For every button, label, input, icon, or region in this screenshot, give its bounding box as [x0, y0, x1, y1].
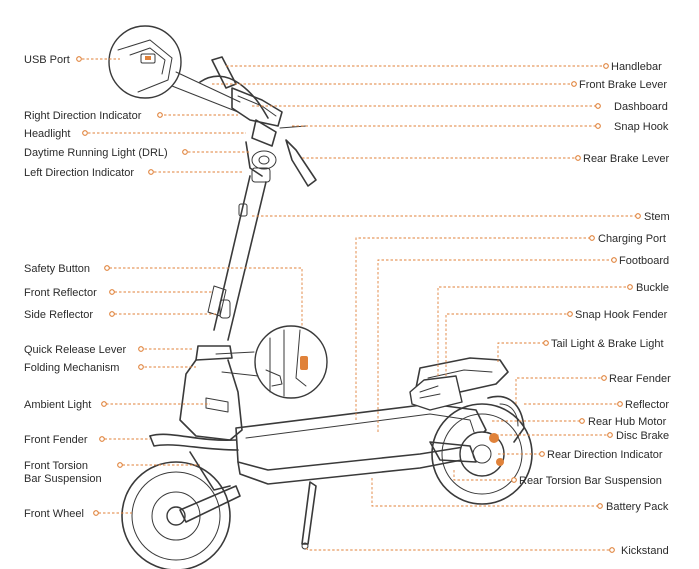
dot-front-torsion — [117, 462, 123, 468]
usb-port-inset — [108, 25, 241, 113]
label-front-torsion-line2: Bar Suspension — [24, 473, 102, 485]
label-rear-brake-lever: Rear Brake Lever — [583, 153, 670, 165]
label-ambient-light: Ambient Light — [24, 399, 91, 411]
label-reflector: Reflector — [625, 399, 669, 411]
label-footboard: Footboard — [619, 255, 669, 267]
dot-side-reflector — [109, 311, 115, 317]
label-rear-direction-indicator: Rear Direction Indicator — [547, 449, 663, 461]
dot-dashboard — [595, 103, 601, 109]
dot-safety-button — [104, 265, 110, 271]
dot-stem — [635, 213, 641, 219]
label-tail-light: Tail Light & Brake Light — [551, 338, 664, 350]
dot-front-fender — [99, 436, 105, 442]
label-left-direction-indicator: Left Direction Indicator — [24, 167, 134, 179]
label-quick-release-lever: Quick Release Lever — [24, 344, 126, 356]
dot-folding-mechanism — [138, 364, 144, 370]
front-wheel-drawing — [121, 461, 241, 569]
dot-reflector — [617, 401, 623, 407]
label-rear-fender: Rear Fender — [609, 373, 671, 385]
dot-rear-direction-indicator — [539, 451, 545, 457]
dot-charging-port — [589, 235, 595, 241]
dot-battery-pack — [597, 503, 603, 509]
dot-usb-port — [76, 56, 82, 62]
dot-quick-release-lever — [138, 346, 144, 352]
dot-tail-light — [543, 340, 549, 346]
label-stem: Stem — [644, 211, 670, 223]
dot-front-wheel — [93, 510, 99, 516]
label-side-reflector: Side Reflector — [24, 309, 93, 321]
dot-buckle — [627, 284, 633, 290]
dot-kickstand — [609, 547, 615, 553]
dot-snap-hook — [595, 123, 601, 129]
label-dots — [76, 56, 641, 553]
dot-rear-fender — [601, 375, 607, 381]
dot-headlight — [82, 130, 88, 136]
label-snap-hook: Snap Hook — [614, 121, 669, 133]
dot-right-direction-indicator — [157, 112, 163, 118]
label-battery-pack: Battery Pack — [606, 501, 669, 513]
dot-footboard — [611, 257, 617, 263]
label-charging-port: Charging Port — [598, 233, 666, 245]
dot-front-brake-lever — [571, 81, 577, 87]
label-front-wheel: Front Wheel — [24, 508, 84, 520]
label-usb-port: USB Port — [24, 54, 70, 66]
label-handlebar: Handlebar — [611, 61, 662, 73]
dot-front-reflector — [109, 289, 115, 295]
label-drl: Daytime Running Light (DRL) — [24, 147, 168, 159]
dot-snap-hook-fender — [567, 311, 573, 317]
folding-mechanism-inset — [215, 325, 328, 399]
label-snap-hook-fender: Snap Hook Fender — [575, 309, 668, 321]
right-labels: Handlebar Front Brake Lever Dashboard Sn… — [519, 61, 671, 557]
label-safety-button: Safety Button — [24, 263, 90, 275]
label-rear-torsion: Rear Torsion Bar Suspension — [519, 475, 662, 487]
label-front-fender: Front Fender — [24, 434, 88, 446]
dot-rear-brake-lever — [575, 155, 581, 161]
scooter-illustration — [108, 25, 533, 569]
kickstand-drawing — [301, 481, 317, 550]
stem-tube — [207, 175, 267, 341]
label-headlight: Headlight — [24, 128, 70, 140]
label-front-reflector: Front Reflector — [24, 287, 97, 299]
leader-lines — [82, 58, 636, 551]
dot-drl — [182, 149, 188, 155]
label-front-torsion-line1: Front Torsion — [24, 460, 88, 472]
label-rear-hub-motor: Rear Hub Motor — [588, 416, 667, 428]
dot-disc-brake — [607, 432, 613, 438]
dot-handlebar — [603, 63, 609, 69]
label-front-brake-lever: Front Brake Lever — [579, 79, 667, 91]
label-kickstand: Kickstand — [621, 545, 669, 557]
label-right-direction-indicator: Right Direction Indicator — [24, 110, 142, 122]
label-buckle: Buckle — [636, 282, 669, 294]
front-body — [149, 345, 243, 491]
label-folding-mechanism: Folding Mechanism — [24, 362, 119, 374]
label-disc-brake: Disc Brake — [616, 430, 669, 442]
handlebar-assembly — [199, 56, 317, 187]
dot-rear-hub-motor — [579, 418, 585, 424]
dot-ambient-light — [101, 401, 107, 407]
left-labels: USB Port Right Direction Indicator Headl… — [24, 54, 168, 520]
label-dashboard: Dashboard — [614, 101, 668, 113]
dot-left-direction-indicator — [148, 169, 154, 175]
dot-rear-torsion — [511, 477, 517, 483]
